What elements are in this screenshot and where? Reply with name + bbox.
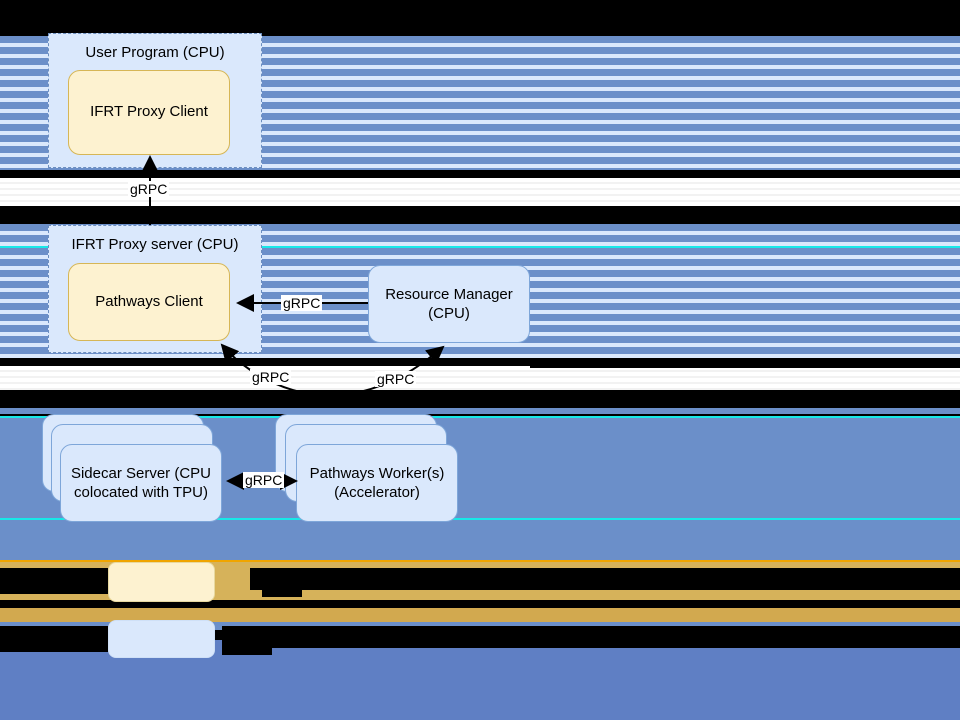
artifact-band: [0, 358, 960, 366]
artifact-band: [0, 366, 960, 390]
node-resource-manager-label-line2: (CPU): [428, 305, 470, 322]
artifact-occluder: [0, 626, 108, 652]
artifact-band: [0, 608, 960, 622]
edge-label-sidecar-to-pathwaysclient: gRPC: [250, 369, 292, 385]
artifact-occluder: [250, 568, 960, 590]
node-ifrt-proxy-client[interactable]: IFRT Proxy Client: [68, 70, 230, 155]
artifact-band: [0, 408, 960, 414]
node-pathways-worker-label-line2: (Accelerator): [334, 484, 420, 501]
node-ifrt-proxy-client-label: IFRT Proxy Client: [90, 103, 208, 121]
node-sidecar-server-label-line1: Sidecar Server (CPU: [70, 464, 212, 482]
node-pathways-worker[interactable]: Pathways Worker(s) (Accelerator): [296, 444, 458, 522]
artifact-band: [0, 600, 960, 608]
artifact-band: [0, 0, 960, 36]
artifact-band: [0, 520, 960, 560]
artifact-line: [0, 416, 960, 418]
legend-swatch-cream: [108, 562, 215, 602]
artifact-occluder: [222, 648, 272, 655]
node-sidecar-server[interactable]: Sidecar Server (CPU colocated with TPU): [60, 444, 222, 522]
artifact-occluder: [0, 568, 108, 594]
node-user-program-label: User Program (CPU): [85, 44, 225, 61]
artifact-line: [0, 518, 960, 520]
node-resource-manager[interactable]: Resource Manager (CPU): [368, 265, 530, 343]
artifact-occluder: [0, 390, 960, 408]
edge-label-rm-to-pathwaysclient: gRPC: [281, 295, 323, 311]
node-resource-manager-label-line1: Resource Manager: [385, 285, 513, 303]
node-sidecar-server-label-line2: colocated with TPU): [74, 484, 208, 501]
artifact-occluder: [0, 206, 960, 224]
artifact-line: [0, 246, 960, 248]
node-pathways-client[interactable]: Pathways Client: [68, 263, 230, 341]
edge-label-sidecar-worker: gRPC: [243, 472, 285, 488]
legend-swatch-blue: [108, 620, 215, 658]
node-pathways-worker-label-line1: Pathways Worker(s): [309, 464, 445, 482]
edge-label-worker-to-rm: gRPC: [375, 371, 417, 387]
artifact-line: [0, 560, 960, 562]
node-pathways-client-label: Pathways Client: [95, 292, 203, 310]
edge-label-proxyserver-to-client: gRPC: [128, 181, 170, 197]
artifact-occluder: [222, 626, 960, 648]
node-ifrt-proxy-server-label: IFRT Proxy server (CPU): [71, 236, 239, 253]
artifact-occluder: [530, 358, 960, 368]
artifact-occluder: [262, 170, 960, 178]
artifact-occluder: [262, 590, 302, 597]
